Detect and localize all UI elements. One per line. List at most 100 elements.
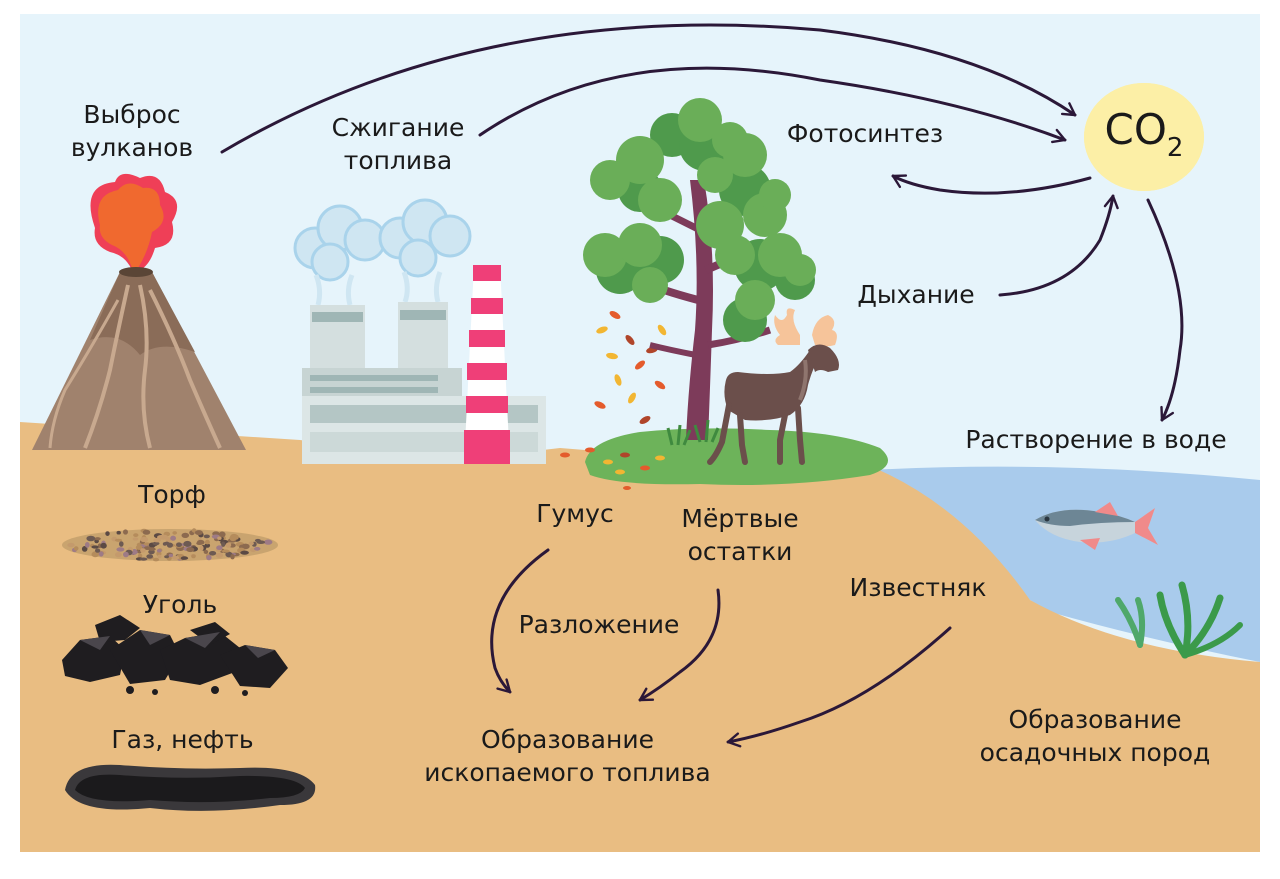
peat-particle xyxy=(140,548,146,553)
peat-particle xyxy=(119,541,124,547)
peat-particle xyxy=(204,539,210,545)
peat-particle xyxy=(196,539,205,545)
peat-particle xyxy=(180,556,189,560)
peat-particle xyxy=(203,534,210,539)
peat-particle xyxy=(91,551,99,558)
peat-particle xyxy=(95,548,101,553)
oil-puddle xyxy=(65,764,316,811)
peat-particle xyxy=(100,542,107,549)
peat-particle xyxy=(209,551,217,556)
peat-particle xyxy=(81,546,88,552)
peat-particle xyxy=(183,540,192,547)
peat-particle xyxy=(135,545,143,550)
label-fossil-fuel-formation: Образование ископаемого топлива xyxy=(424,725,711,787)
peat-particle xyxy=(172,531,177,535)
peat-particle xyxy=(123,529,128,535)
peat-particle xyxy=(206,555,212,561)
peat-particle xyxy=(153,538,161,543)
label-sedimentary-rock-formation: Образование осадочных пород xyxy=(979,705,1211,767)
peat-particle xyxy=(264,539,273,545)
label-coal: Уголь xyxy=(142,590,218,619)
label-respiration: Дыхание xyxy=(857,280,975,309)
arrow-respiration-to-co2 xyxy=(998,194,1119,297)
arrow-co2-to-photosynthesis xyxy=(891,174,1092,195)
label-limestone: Известняк xyxy=(849,573,987,602)
deer xyxy=(707,308,839,465)
peat-particle xyxy=(181,532,190,539)
peat-particle xyxy=(67,542,75,548)
seaweed xyxy=(1115,581,1243,659)
peat-particle xyxy=(139,557,148,561)
peat-particle xyxy=(230,554,235,560)
arrow-limestone-to-fossil xyxy=(726,626,952,748)
label-dead-remains: Мёртвые остатки xyxy=(681,504,799,566)
peat-particle xyxy=(225,542,232,548)
peat-particle xyxy=(221,541,226,547)
peat-particle xyxy=(203,549,209,554)
co2-node: CO2 xyxy=(1084,83,1204,191)
peat-particle xyxy=(73,546,79,551)
peat-particle xyxy=(137,553,143,559)
arrow-co2-to-dissolution xyxy=(1146,198,1184,422)
peat-particles xyxy=(67,528,273,562)
peat-particle xyxy=(142,529,151,535)
peat-particle xyxy=(171,555,180,560)
peat-particle xyxy=(143,542,151,546)
leaves xyxy=(560,311,667,490)
peat-particle xyxy=(133,533,139,537)
arrow-remains-to-fossil xyxy=(638,588,721,702)
peat-particle xyxy=(98,551,104,557)
peat-particle xyxy=(215,552,224,558)
peat-particle xyxy=(156,548,162,553)
peat-particle xyxy=(148,547,156,551)
peat-particle xyxy=(91,545,99,549)
peat-particle xyxy=(166,542,173,548)
peat-particle xyxy=(114,538,123,542)
label-dissolution: Растворение в воде xyxy=(965,425,1227,454)
peat-particle xyxy=(199,545,204,551)
grass-tufts xyxy=(666,419,720,446)
peat-particle xyxy=(170,535,177,541)
peat-particle xyxy=(162,542,167,546)
label-peat: Торф xyxy=(138,480,206,509)
peat-particle xyxy=(86,535,96,542)
peat-particle xyxy=(221,549,230,553)
label-fuel-burning: Сжигание топлива xyxy=(331,113,465,175)
peat-particle xyxy=(176,542,182,547)
arrow-volcano-to-co2 xyxy=(220,23,1077,154)
peat-particle xyxy=(116,530,121,535)
label-volcano-emission: Выброс вулканов xyxy=(70,100,194,162)
arrow-fuel-to-co2 xyxy=(478,66,1067,144)
co2-label: CO2 xyxy=(1104,105,1184,164)
peat-particle xyxy=(84,542,90,548)
peat-particle xyxy=(123,551,129,558)
label-decomposition: Разложение xyxy=(518,610,680,639)
label-gas-oil: Газ, нефть xyxy=(111,725,254,754)
peat-particle xyxy=(132,537,139,541)
peat-particle xyxy=(116,547,125,552)
peat-particle xyxy=(157,554,162,559)
coal-layer xyxy=(62,615,288,696)
peat-particle xyxy=(230,533,238,540)
peat-particle xyxy=(157,535,166,540)
factory xyxy=(293,198,546,464)
peat-particle xyxy=(248,541,254,546)
peat-particle xyxy=(146,554,154,559)
peat-particle xyxy=(115,552,122,558)
label-humus: Гумус xyxy=(536,499,614,528)
fish xyxy=(1035,502,1158,550)
peat-particle xyxy=(218,531,226,538)
peat-particle xyxy=(152,557,160,562)
coal-highlights xyxy=(80,630,275,658)
grass-island xyxy=(585,428,888,485)
peat-particle xyxy=(105,531,110,536)
tree xyxy=(583,98,816,440)
peat-particle xyxy=(152,541,160,546)
label-photosynthesis: Фотосинтез xyxy=(786,119,944,148)
peat-particle xyxy=(194,530,203,536)
peat-particle xyxy=(140,536,149,543)
peat-particle xyxy=(217,536,222,540)
arrows xyxy=(220,23,1184,748)
